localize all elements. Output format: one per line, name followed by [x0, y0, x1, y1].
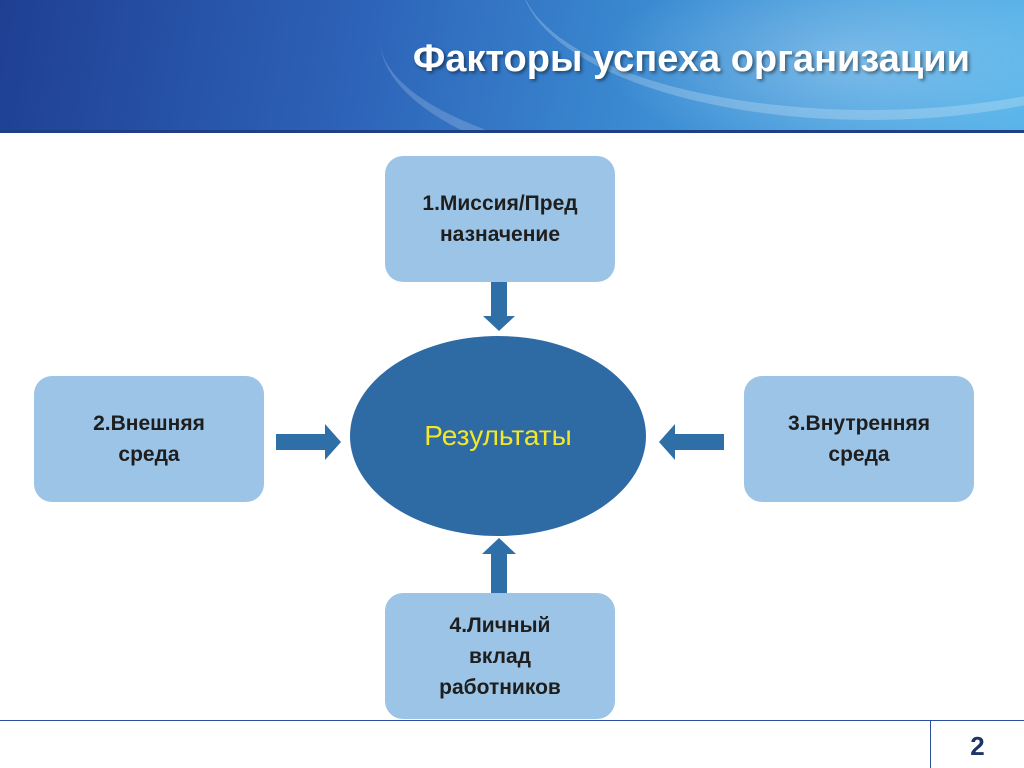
- factor-label: среда: [828, 443, 890, 466]
- results-ellipse: Результаты: [350, 336, 646, 536]
- factor-label: назначение: [439, 223, 561, 246]
- arrow-left-icon: [659, 424, 724, 460]
- factor-label: 1.Миссия/Пред: [422, 192, 578, 215]
- factor-box-internal-environment: 3.Внутренняя среда: [744, 376, 974, 502]
- footer-separator: [930, 720, 931, 768]
- factor-label: 4.Личный: [449, 613, 551, 637]
- arrow-down-icon: [483, 282, 515, 331]
- factor-box-external-environment: 2.Внешняя среда: [34, 376, 264, 502]
- factor-label: 2.Внешняя: [93, 412, 205, 435]
- slide-title: Факторы успеха организации: [412, 38, 970, 80]
- factor-label: среда: [118, 443, 180, 466]
- arrow-right-icon: [276, 424, 341, 460]
- arrow-up-icon: [482, 538, 516, 606]
- factor-label: вклад: [468, 644, 531, 668]
- factor-label: 3.Внутренняя: [788, 412, 930, 435]
- results-label: Результаты: [424, 420, 572, 451]
- slide-header: [0, 0, 1024, 130]
- factor-box-mission: 1.Миссия/Пред назначение: [385, 156, 615, 282]
- page-number: 2: [970, 731, 985, 761]
- factor-box-personal-contribution: 4.Личный вклад работников: [385, 593, 615, 719]
- header-divider: [0, 130, 1024, 133]
- footer-divider: [0, 720, 1024, 721]
- factor-label: работников: [439, 675, 561, 699]
